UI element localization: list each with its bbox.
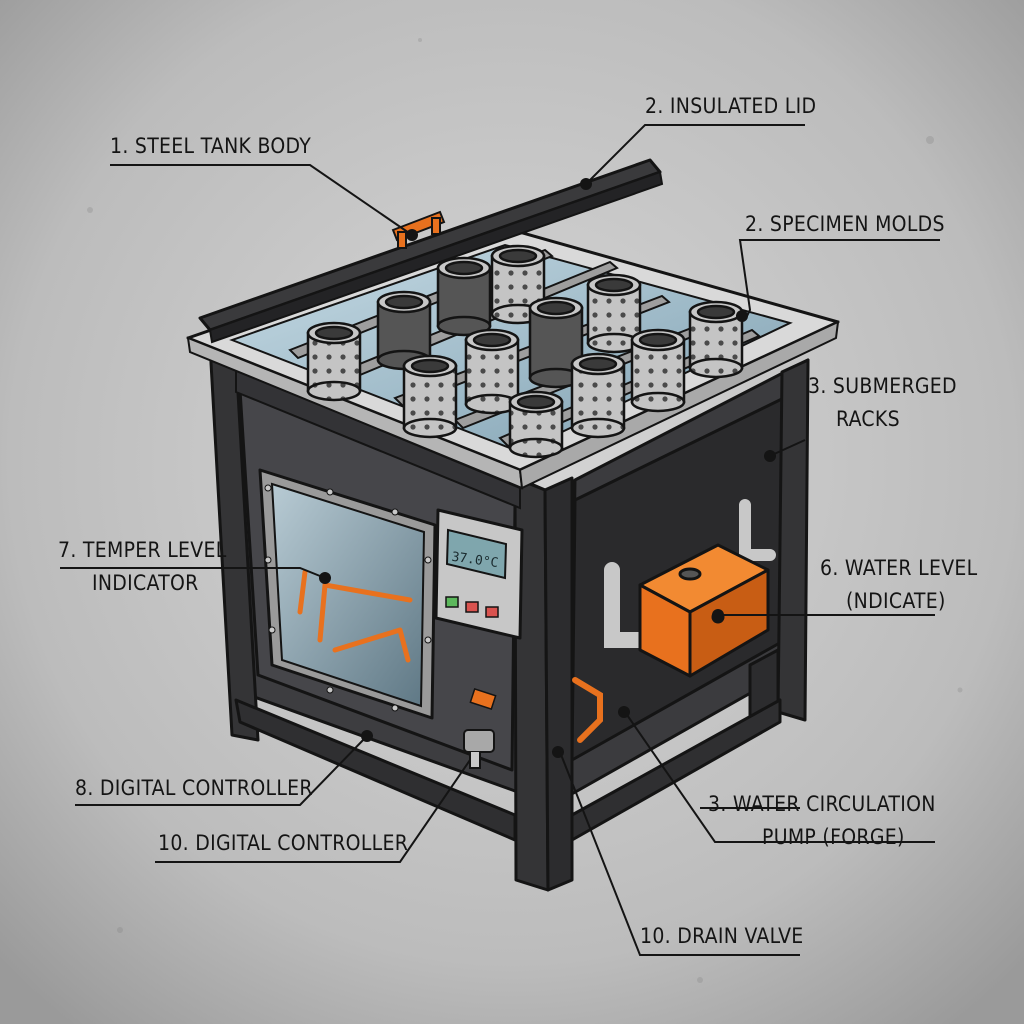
window-bolts: [264, 484, 432, 712]
label-steel-tank-body: 1. STEEL TANK BODY: [110, 134, 312, 158]
label-specimen-molds: 2. SPECIMEN MOLDS: [745, 212, 945, 236]
label-insulated-lid: 2. INSULATED LID: [645, 94, 817, 118]
controller-display: 37.0°C: [451, 550, 500, 571]
label-water-circulation-pump: 3. WATER CIRCULATION PUMP (FORGE): [708, 792, 936, 849]
leader-dots: [319, 178, 776, 758]
insulated-lid: [198, 158, 664, 344]
set-button: [445, 596, 459, 608]
label-digital-controller-10: 10. DIGITAL CONTROLLER: [158, 831, 409, 855]
specimen-molds: [306, 244, 744, 459]
label-water-level-indicate: 6. WATER LEVEL (NDICATE): [820, 556, 978, 613]
reset-button: [465, 601, 479, 613]
mold: [306, 321, 362, 402]
lid-handle: [391, 210, 446, 249]
mold: [688, 300, 744, 379]
mold: [570, 352, 626, 439]
mold: [630, 328, 686, 413]
label-temper-level-indicator: 7. TEMPER LEVEL INDICATOR: [58, 538, 227, 595]
window-heater-coil: [297, 569, 413, 663]
circulation-pump: [638, 543, 770, 678]
mold: [508, 390, 564, 459]
label-submerged-racks: 3. SUBMERGED RACKS: [808, 374, 957, 431]
mold: [376, 290, 432, 371]
drain-valve-part: [463, 729, 495, 769]
viewing-window: [258, 468, 437, 720]
mold: [402, 354, 458, 439]
label-digital-controller-8: 8. DIGITAL CONTROLLER: [75, 776, 313, 800]
mold: [436, 256, 492, 337]
leader-lines: [60, 124, 940, 956]
stop-button: [485, 606, 499, 618]
mold: [528, 296, 584, 389]
mold: [464, 328, 520, 415]
mold: [586, 273, 642, 354]
digital-controller: 37.0°C: [434, 508, 524, 640]
drain-tag: [469, 687, 497, 711]
label-drain-valve: 10. DRAIN VALVE: [640, 924, 804, 948]
